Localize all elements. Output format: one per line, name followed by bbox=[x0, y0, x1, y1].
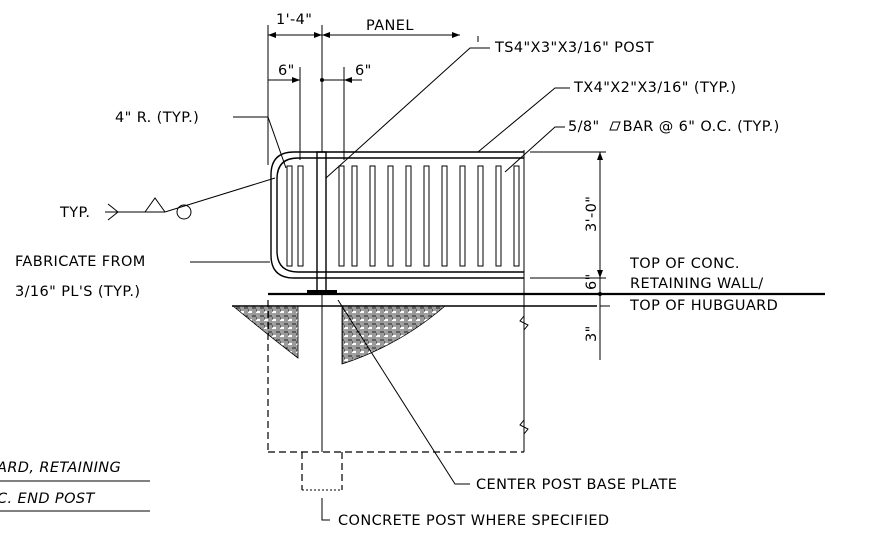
callout-bar: 5/8" BAR @ 6" O.C. (TYP.) bbox=[568, 119, 780, 135]
wall-face-line bbox=[519, 150, 529, 452]
callout-fabricate-2: 3/16" PL'S (TYP.) bbox=[15, 284, 140, 300]
callout-fabricate-1: FABRICATE FROM bbox=[15, 254, 146, 270]
dim-below-grade: 3" bbox=[584, 325, 600, 342]
dim-rail-height: 3'-0" bbox=[584, 196, 600, 232]
detail-caption: ARD, RETAINING C. END POST bbox=[0, 460, 150, 512]
leader-lines bbox=[190, 36, 570, 521]
dim-top-span: 1'-4" bbox=[276, 12, 312, 28]
concrete-footing bbox=[267, 300, 524, 491]
railing-panel bbox=[270, 151, 524, 452]
callout-concrete-post: CONCRETE POST WHERE SPECIFIED bbox=[338, 513, 610, 529]
dim-right-offset: 6" bbox=[355, 63, 372, 79]
post-base-plate bbox=[307, 290, 337, 295]
soil-hatch-right bbox=[341, 305, 447, 365]
callout-radius: 4" R. (TYP.) bbox=[115, 110, 199, 126]
vertical-bars bbox=[286, 165, 520, 267]
svg-text:ARD, RETAINING: ARD, RETAINING bbox=[0, 460, 121, 476]
right-dimension-lines bbox=[530, 151, 610, 360]
callout-base-plate: CENTER POST BASE PLATE bbox=[476, 477, 677, 493]
label-hubguard-top: TOP OF HUBGUARD bbox=[629, 298, 778, 314]
dim-left-offset: 6" bbox=[278, 63, 295, 79]
weld-symbol bbox=[105, 177, 276, 221]
dim-wall-gap: 6" bbox=[584, 273, 600, 290]
callout-post: TS4"X3"X3/16" POST bbox=[494, 40, 654, 56]
svg-text:C. END POST: C. END POST bbox=[0, 491, 95, 507]
dim-panel: PANEL bbox=[366, 18, 414, 34]
top-dimension-lines bbox=[267, 25, 460, 165]
callout-rail: TX4"X2"X3/16" (TYP.) bbox=[573, 80, 736, 96]
soil-hatch-left bbox=[231, 305, 299, 359]
square-bar-icon bbox=[609, 121, 621, 131]
label-wall-top-1: TOP OF CONC. bbox=[629, 256, 740, 272]
label-wall-top-2: RETAINING WALL/ bbox=[630, 276, 763, 292]
weld-typ-label: TYP. bbox=[59, 205, 90, 221]
